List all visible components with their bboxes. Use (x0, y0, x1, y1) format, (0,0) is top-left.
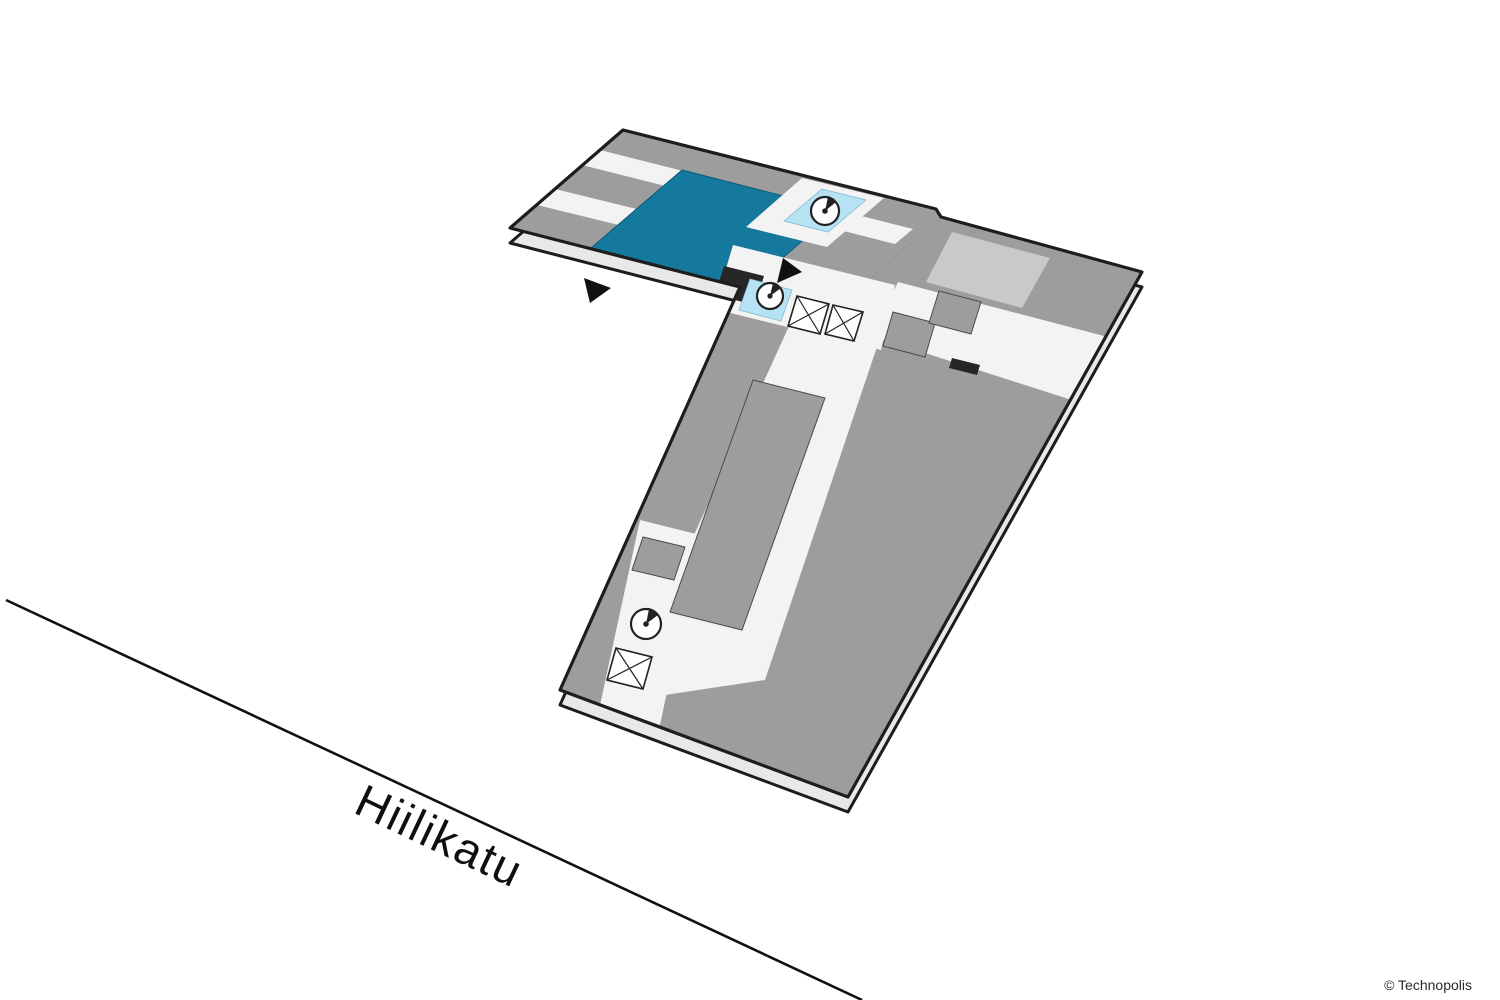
east-corridor (872, 282, 1104, 402)
small-room-wc-1 (882, 311, 936, 358)
central-room-block (669, 379, 826, 631)
entrance-arrow-icon (584, 278, 611, 303)
street-label: Hiilikatu (348, 774, 532, 898)
elevator-icon (629, 607, 663, 641)
stairs-icon (786, 295, 831, 335)
wing-corridor-2 (537, 189, 649, 228)
copyright-text: © Technopolis (1384, 977, 1472, 993)
northeast-room (926, 232, 1050, 308)
entrance-arrow-icon (777, 258, 802, 283)
elevator-icon (755, 281, 785, 311)
door-marker-east-room (949, 358, 980, 375)
street-line (5, 598, 863, 1000)
small-room-wc-2 (928, 290, 982, 335)
stairs-icon (824, 304, 865, 342)
stairs-icon (606, 647, 653, 690)
small-room-mid (631, 536, 686, 581)
elevator-icon (809, 195, 841, 227)
building-outline (508, 128, 1144, 799)
